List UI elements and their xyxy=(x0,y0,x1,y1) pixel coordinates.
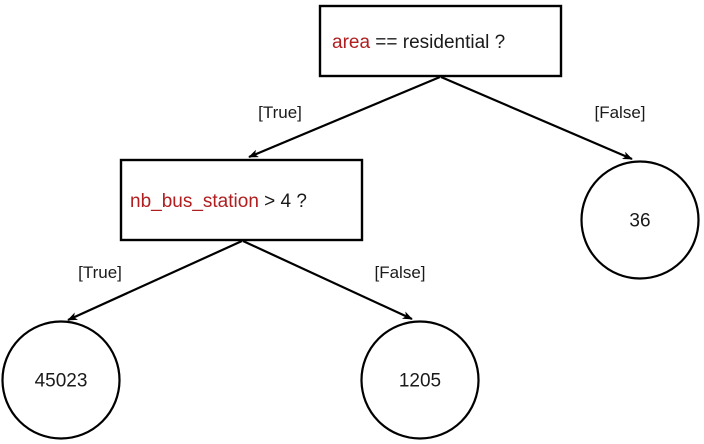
edge-root-to-leaf-right xyxy=(440,75,633,161)
root-feature-text: area xyxy=(332,32,370,53)
leaf-node-right[interactable] xyxy=(580,160,700,280)
edge-label-inner-false: [False] xyxy=(374,263,425,282)
decision-node-root-label: area == residential ? xyxy=(332,32,505,53)
root-condition-text: == residential ? xyxy=(370,32,505,53)
decision-node-inner-label: nb_bus_station > 4 ? xyxy=(130,191,307,212)
edge-inner-to-leaf-middle xyxy=(242,240,413,320)
edge-inner-to-leaf-left xyxy=(67,239,243,322)
edge-label-inner-true: [True] xyxy=(78,263,122,282)
inner-condition-text: > 4 ? xyxy=(259,191,307,212)
edge-label-root-false: [False] xyxy=(594,103,645,122)
inner-feature-text: nb_bus_station xyxy=(130,191,259,212)
leaf-node-left-value: 45023 xyxy=(35,371,88,392)
decision-node-root[interactable] xyxy=(318,4,563,78)
leaf-node-left[interactable] xyxy=(1,320,121,440)
edge-label-root-true: [True] xyxy=(258,103,302,122)
leaf-node-right-value: 36 xyxy=(629,211,650,232)
leaf-node-middle[interactable] xyxy=(360,320,480,440)
edge-root-to-inner xyxy=(248,75,441,159)
leaf-node-middle-value: 1205 xyxy=(399,371,441,392)
decision-node-inner[interactable] xyxy=(119,158,364,242)
